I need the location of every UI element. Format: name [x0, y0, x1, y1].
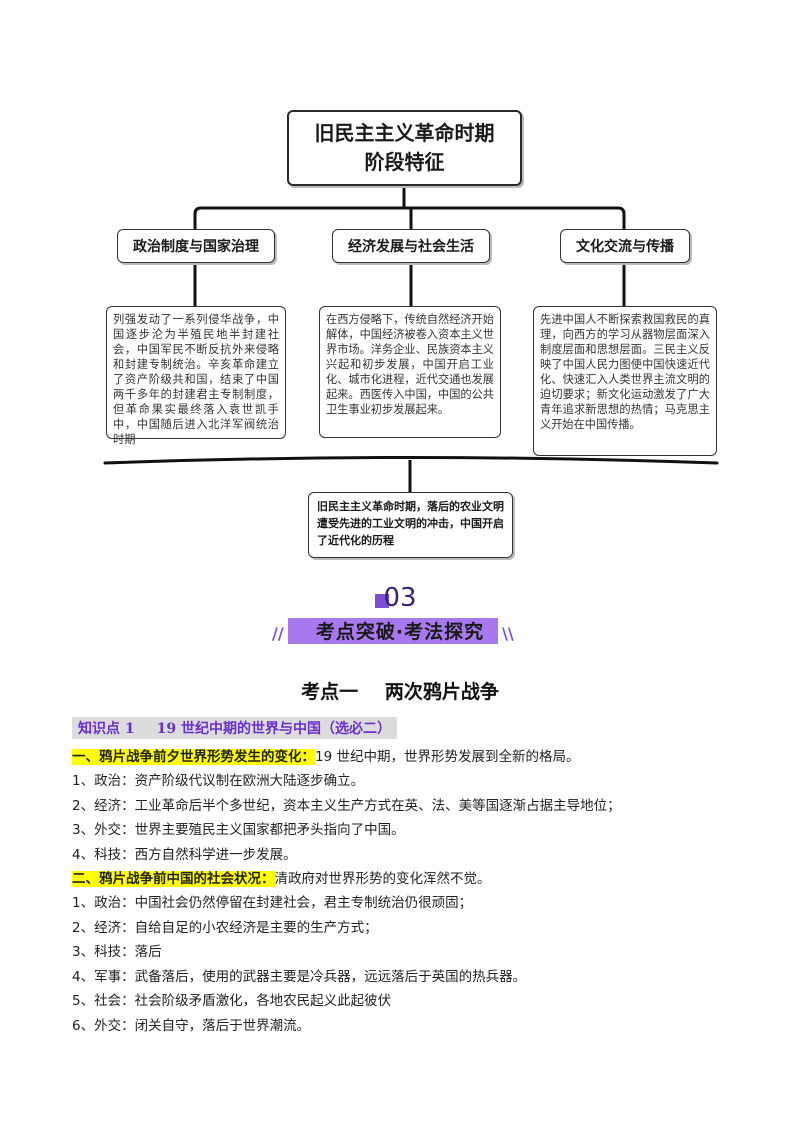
category-politics-text: 列强发动了一系列侵华战争，中国逐步沦为半殖民地半封建社会，中国军民不断反抗外来侵… [106, 306, 286, 446]
diagram-title-box: 旧民主主义革命时期 阶段特征 [287, 110, 522, 186]
diagram-title-line1: 旧民主主义革命时期 [314, 121, 495, 145]
part2-item: 5、社会：社会阶级矛盾激化，各地农民起义此起彼伏 [72, 993, 392, 1009]
diagram-connectors [103, 184, 719, 492]
category-politics: 政治制度与国家治理 [117, 229, 275, 263]
part1-heading: 一、鸦片战争前夕世界形势发生的变化： [72, 749, 315, 765]
section-banner-text: 考点突破·考法探究 [315, 621, 485, 643]
category-economy-label: 经济发展与社会生活 [348, 239, 474, 255]
part1-heading-line: 一、鸦片战争前夕世界形势发生的变化：19 世纪中期，世界形势发展到全新的格局。 [72, 747, 752, 767]
part2-item: 6、外交：闭关自守，落后于世界潮流。 [72, 1018, 311, 1034]
category-economy: 经济发展与社会生活 [332, 229, 490, 263]
part2-item: 3、科技：落后 [72, 944, 162, 960]
banner-left-slash-icon: // [272, 624, 284, 643]
diagram-summary-box: 旧民主主义革命时期，落后的农业文明遭受先进的工业文明的冲击，中国开启了近代化的历… [308, 492, 513, 558]
category-culture-text: 先进中国人不断探索救国救民的真理，向西方的学习从器物层面深入制度层面和思想层面。… [533, 306, 717, 456]
knowledge-point-label: 知识点 1 [78, 721, 135, 737]
part2-item: 4、军事：武备落后，使用的武器主要是冷兵器，远远落后于英国的热兵器。 [72, 969, 527, 985]
part2-item: 2、经济：自给自足的小农经济是主要的生产方式； [72, 920, 378, 936]
kaodian-title: 考点一 两次鸦片战争 [0, 677, 800, 704]
part2-heading-line: 二、鸦片战争前中国的社会状况：清政府对世界形势的变化浑然不觉。 [72, 869, 752, 889]
part1-item: 2、经济：工业革命后半个多世纪，资本主义生产方式在英、法、美等国逐渐占据主导地位… [72, 798, 621, 814]
part2-intro: 清政府对世界形势的变化浑然不觉。 [274, 871, 491, 887]
section-banner [288, 618, 498, 644]
kaodian-name: 两次鸦片战争 [384, 681, 499, 703]
section-number-mark [375, 594, 389, 608]
kaodian-label: 考点一 [301, 681, 359, 703]
section-number: 03 [383, 583, 417, 613]
category-politics-label: 政治制度与国家治理 [133, 239, 259, 255]
knowledge-point-bar: 知识点 1 19 世纪中期的世界与中国（选必二） [72, 717, 397, 739]
diagram-title-line2: 阶段特征 [364, 150, 445, 174]
part1-item: 1、政治：资产阶级代议制在欧洲大陆逐步确立。 [72, 773, 365, 789]
part1-item: 3、外交：世界主要殖民主义国家都把矛头指向了中国。 [72, 822, 405, 838]
knowledge-point-title: 19 世纪中期的世界与中国（选必二） [156, 721, 391, 737]
part1-item: 4、科技：西方自然科学进一步发展。 [72, 847, 297, 863]
part1-intro: 19 世纪中期，世界形势发展到全新的格局。 [315, 749, 580, 765]
category-economy-text: 在西方侵略下，传统自然经济开始解体，中国经济被卷入资本主义世界市场。洋务企业、民… [319, 306, 501, 438]
part2-heading: 二、鸦片战争前中国的社会状况： [72, 871, 275, 887]
part2-item: 1、政治：中国社会仍然停留在封建社会，君主专制统治仍很顽固； [72, 895, 473, 911]
category-culture-label: 文化交流与传播 [576, 239, 674, 255]
banner-right-slash-icon: \\ [502, 624, 514, 643]
category-culture: 文化交流与传播 [560, 229, 690, 263]
